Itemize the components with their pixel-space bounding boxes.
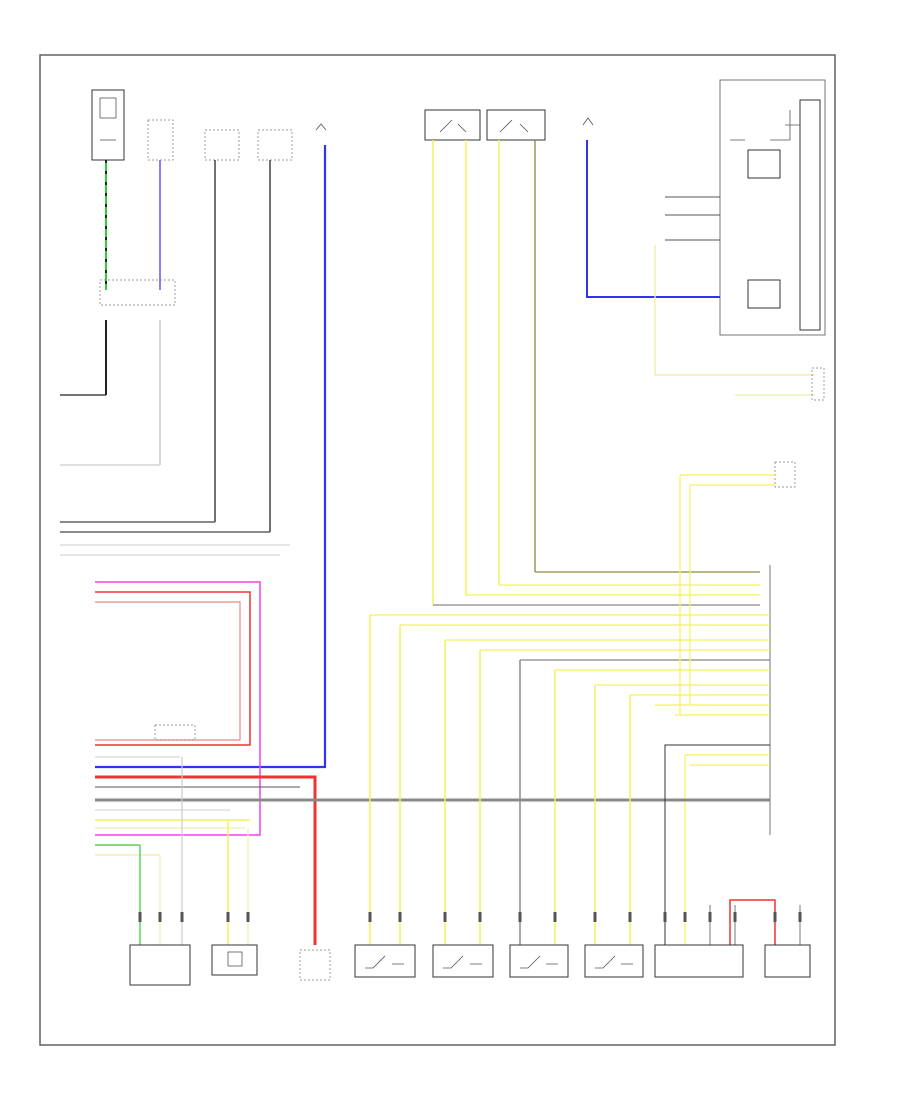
wire-blue-long bbox=[95, 145, 327, 769]
terminal-tick bbox=[158, 912, 162, 922]
terminal-tick bbox=[628, 912, 632, 922]
bottom-component-3 bbox=[299, 949, 331, 981]
left-misc-lines bbox=[95, 756, 300, 856]
terminal-tick bbox=[180, 912, 184, 922]
top-component-4 bbox=[257, 129, 293, 161]
terminal-tick bbox=[398, 912, 402, 922]
combination-meter bbox=[719, 79, 826, 336]
ecu-terminal-lines bbox=[370, 614, 770, 716]
wire-pale-yellow-1 bbox=[654, 245, 815, 376]
bottom-component-5-switch bbox=[432, 944, 494, 978]
bottom-component-9 bbox=[764, 944, 811, 978]
top-component-8 bbox=[582, 117, 594, 126]
terminal-tick bbox=[138, 912, 142, 922]
right-connector-b bbox=[774, 461, 796, 488]
terminal-tick bbox=[773, 912, 777, 922]
terminal-tick bbox=[368, 912, 372, 922]
terminal-tick bbox=[708, 912, 712, 922]
terminal-tick bbox=[553, 912, 557, 922]
splice-box bbox=[99, 279, 176, 306]
top-component-5 bbox=[315, 123, 327, 131]
left-ecu-pink-red bbox=[95, 581, 261, 836]
terminal-tick bbox=[683, 912, 687, 922]
top-component-2 bbox=[147, 119, 174, 161]
wire-yellow-right-pair bbox=[680, 474, 775, 486]
right-connector-a bbox=[811, 367, 825, 401]
terminal-tick bbox=[798, 912, 802, 922]
wire-ecu-lower-1 bbox=[664, 744, 770, 755]
bottom-component-4-switch bbox=[354, 944, 416, 978]
wire-red-thick bbox=[95, 775, 317, 945]
left-inline-connector bbox=[154, 724, 196, 741]
terminal-tick bbox=[226, 912, 230, 922]
terminal-tick bbox=[246, 912, 250, 922]
bottom-component-6-switch bbox=[509, 944, 569, 978]
diagram-border bbox=[39, 54, 836, 1046]
terminal-tick bbox=[663, 912, 667, 922]
top-component-7-relay bbox=[486, 109, 546, 141]
bottom-component-2 bbox=[211, 944, 258, 976]
terminal-tick bbox=[593, 912, 597, 922]
wire-blue-meter bbox=[586, 140, 720, 298]
top-component-3 bbox=[204, 129, 240, 161]
terminal-tick bbox=[518, 912, 522, 922]
bottom-component-8-connector bbox=[654, 944, 744, 978]
bottom-drops bbox=[139, 615, 801, 945]
top-component-6-relay bbox=[424, 109, 481, 141]
meter-signal-lines bbox=[665, 196, 720, 241]
terminal-tick bbox=[478, 912, 482, 922]
terminal-tick bbox=[733, 912, 737, 922]
terminal-ticks bbox=[138, 912, 802, 922]
bottom-component-1 bbox=[129, 944, 191, 986]
right-yellow-feeders bbox=[679, 475, 691, 715]
wire-ecu-lower-2 bbox=[684, 754, 770, 905]
top-component-1 bbox=[91, 89, 125, 161]
bottom-component-7-switch bbox=[584, 944, 644, 978]
terminal-tick bbox=[443, 912, 447, 922]
